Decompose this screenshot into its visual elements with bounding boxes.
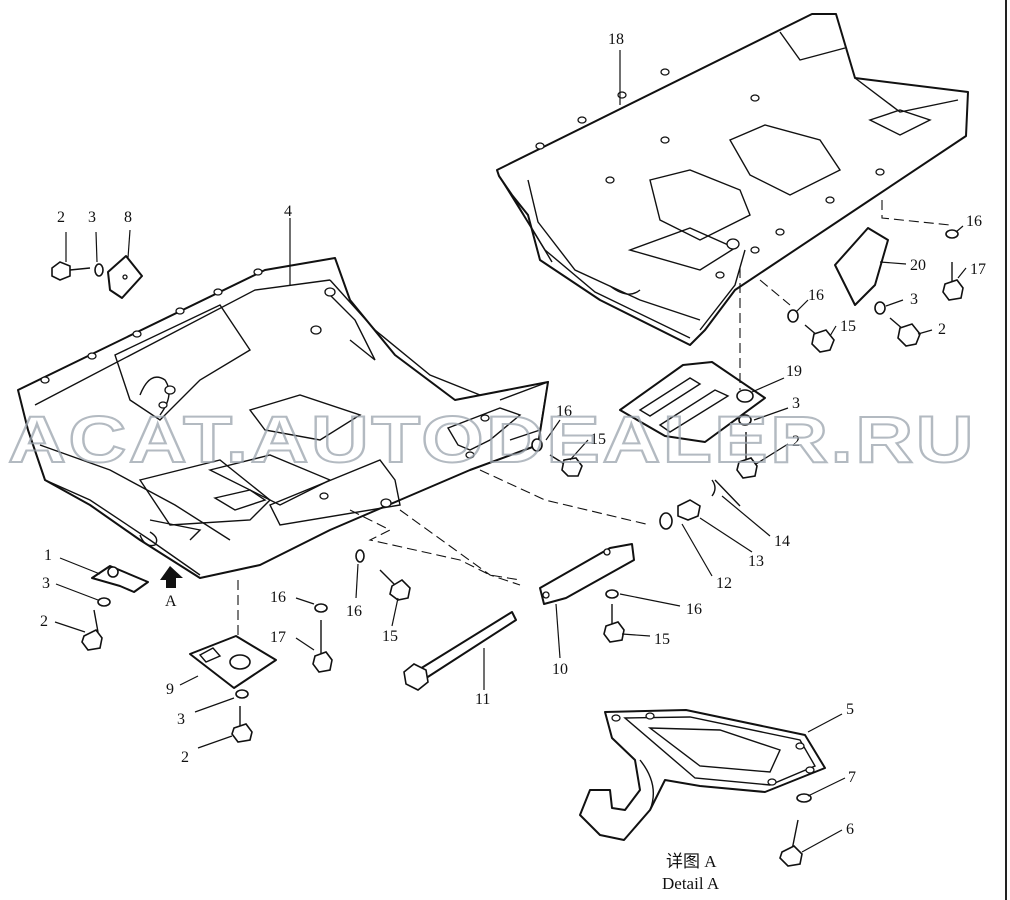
label-12: 12 [716, 575, 732, 592]
washer-3-right [738, 414, 752, 426]
part-18-bolt-holes [535, 68, 885, 279]
label-8: 8 [124, 209, 132, 226]
washer-3-mid [235, 689, 249, 699]
label-18: 18 [608, 31, 624, 48]
label-15: 15 [590, 431, 606, 448]
label-16: 16 [966, 213, 982, 230]
label-3: 3 [177, 711, 185, 728]
washer-16-right [531, 438, 543, 452]
bolt-2-far-right [897, 323, 921, 347]
label-16: 16 [686, 601, 702, 618]
washer-3-topleft [94, 263, 104, 277]
detail-a-caption: 详图 A Detail A [662, 852, 720, 893]
bolt-15-low [603, 621, 625, 643]
part-4-bolt-holes [40, 268, 490, 508]
label-3: 3 [910, 291, 918, 308]
part-number-labels: 2 3 8 4 18 1 3 2 A 9 3 2 16 17 16 15 11 … [40, 31, 986, 838]
label-15: 15 [654, 631, 670, 648]
watermark-text: ACAT.AUTODEALER.RU [8, 402, 976, 476]
bolt-6 [779, 845, 803, 867]
label-10: 10 [552, 661, 568, 678]
washer-19 [736, 389, 754, 403]
label-4: 4 [284, 203, 292, 220]
fastener-group [51, 229, 964, 867]
label-2: 2 [181, 749, 189, 766]
washer-12 [659, 512, 673, 530]
bolt-17-top-right [942, 279, 964, 301]
bolt-15-upper [811, 329, 835, 353]
label-16: 16 [346, 603, 362, 620]
label-2: 2 [40, 613, 48, 630]
washer-3-left [97, 597, 111, 607]
label-16: 16 [270, 589, 286, 606]
washer-7 [796, 793, 812, 803]
washer-16-upper [787, 309, 799, 323]
label-13: 13 [748, 553, 764, 570]
label-15: 15 [382, 628, 398, 645]
part-8-cover-plate [107, 255, 143, 299]
bolt-2-right [736, 457, 758, 479]
part-18-rear-guard [496, 13, 969, 346]
detail-caption-cn: 详图 A [666, 852, 717, 871]
bolt-15-right [561, 457, 583, 477]
washer-16-low [605, 589, 619, 599]
part-5-tow-hook [579, 709, 826, 841]
label-5: 5 [846, 701, 854, 718]
label-2: 2 [57, 209, 65, 226]
label-7: 7 [848, 769, 856, 786]
label-16: 16 [808, 287, 824, 304]
label-2: 2 [938, 321, 946, 338]
label-3: 3 [42, 575, 50, 592]
view-arrow-a [160, 566, 183, 588]
label-17: 17 [270, 629, 286, 646]
bolt-15-under [389, 578, 411, 601]
label-3: 3 [88, 209, 96, 226]
part-20-side-plate [834, 227, 889, 306]
washer-16-top-right [945, 229, 959, 239]
cotter-pin-14 [711, 479, 741, 507]
label-A-arrow: A [165, 593, 177, 610]
part-19-bracket-plate [619, 361, 766, 443]
label-2: 2 [792, 433, 800, 450]
label-15: 15 [840, 318, 856, 335]
leader-lines [54, 50, 967, 853]
label-11: 11 [475, 691, 490, 708]
label-1: 1 [44, 547, 52, 564]
part-10-bracket [539, 543, 635, 605]
part-4-front-guard [17, 257, 549, 579]
label-17: 17 [970, 261, 986, 278]
label-19: 19 [786, 363, 802, 380]
label-16: 16 [556, 403, 572, 420]
part-11-long-bolt [403, 611, 517, 691]
nut-13 [677, 499, 701, 521]
washer-16-under [355, 549, 365, 563]
bolt-17-mid [312, 651, 333, 673]
label-20: 20 [910, 257, 926, 274]
washer-16-mid [314, 603, 328, 613]
label-6: 6 [846, 821, 854, 838]
label-9: 9 [166, 681, 174, 698]
label-3: 3 [792, 395, 800, 412]
bolt-2-mid [231, 723, 253, 743]
assembly-lines [237, 200, 951, 640]
bolt-2-left [81, 628, 103, 651]
detail-caption-en: Detail A [662, 874, 720, 893]
washer-3-far-right [874, 301, 886, 315]
bolt-2-topleft [51, 261, 71, 281]
label-14: 14 [774, 533, 790, 550]
part-1-bracket [91, 565, 149, 593]
part-9-plate [189, 635, 277, 689]
